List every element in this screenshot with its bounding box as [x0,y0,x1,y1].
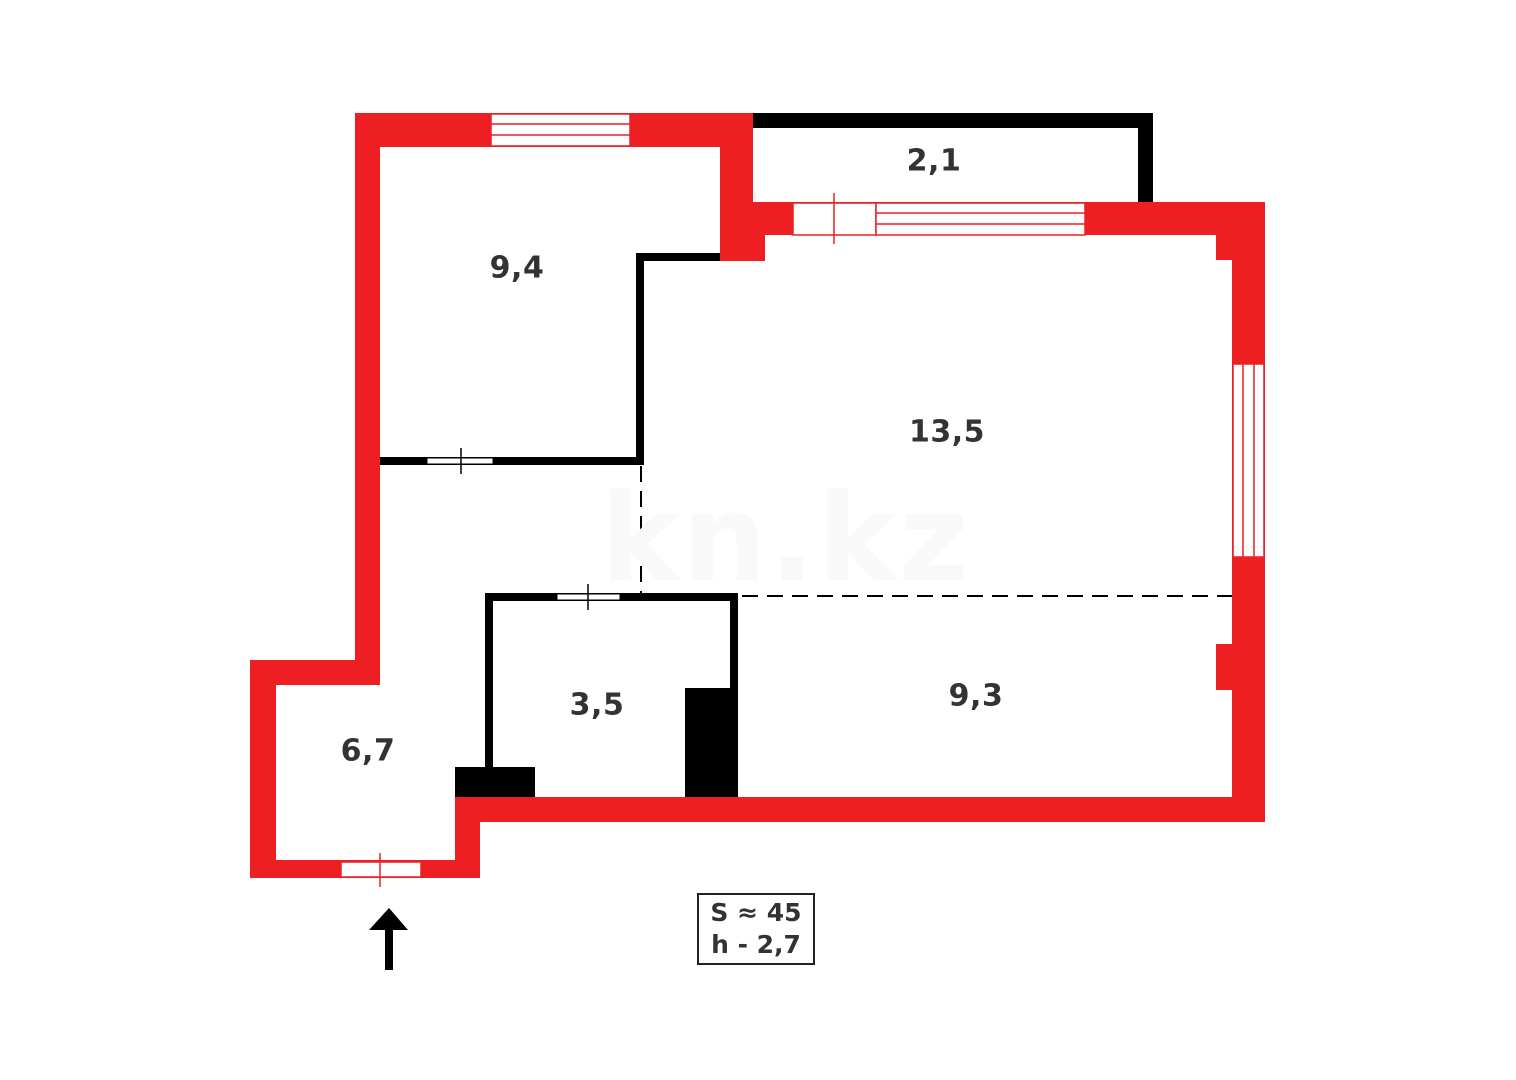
room-area-bathroom: 3,5 [569,687,625,723]
total-area: S ≈ 45 [710,898,802,927]
entrance-door [340,853,422,887]
interior-walls [380,253,738,797]
balcony-door-window [792,193,1086,244]
room-area-bedroom: 9,4 [489,250,545,286]
summary-box: S ≈ 45 h - 2,7 [697,893,815,965]
bedroom-door [426,448,494,474]
window-living-room [1232,363,1265,558]
room-area-hallway: 6,7 [340,733,396,769]
ceiling-height: h - 2,7 [711,930,801,959]
room-area-living-room: 13,5 [908,414,986,450]
balcony-walls [753,113,1153,202]
room-area-balcony: 2,1 [906,143,962,179]
bathroom-door [556,584,621,610]
watermark: kn.kz [600,470,971,609]
zone-dividers [640,466,1232,597]
window-bedroom [490,113,631,147]
arrow-up-icon [369,908,408,970]
room-area-kitchen: 9,3 [948,678,1004,714]
